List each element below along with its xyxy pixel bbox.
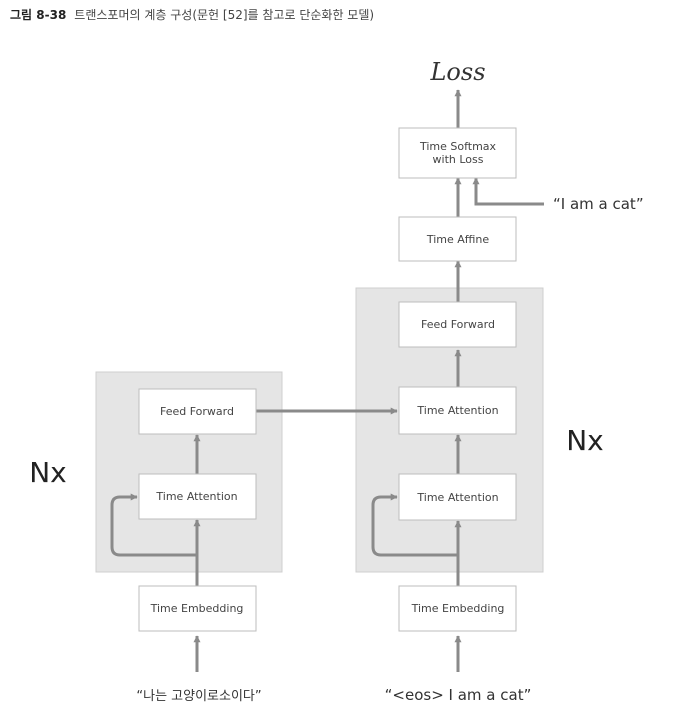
decoder-time-embedding-box: [398, 585, 517, 632]
decoder-input-text: “<eos> I am a cat”: [385, 686, 532, 704]
encoder-feed-forward-label: Feed Forward: [160, 405, 234, 418]
time-affine-box: [398, 216, 517, 262]
arrow-target-to-softmax: [472, 177, 544, 206]
loss-label: Loss: [429, 58, 485, 86]
decoder-feed-forward-label: Feed Forward: [421, 318, 495, 331]
figure-number: 그림 8-38: [10, 8, 67, 22]
decoder-feed-forward-box: [398, 301, 517, 348]
encoder-time-attention-label: Time Attention: [155, 490, 237, 503]
target-text: “I am a cat”: [553, 195, 644, 213]
figure-caption: 그림 8-38 트랜스포머의 계층 구성(문헌 [52]를 참고로 단순화한 모델…: [10, 6, 374, 23]
encoder-time-attention-box: [138, 473, 257, 520]
decoder-time-attention-bottom-label: Time Attention: [416, 491, 498, 504]
encoder-repeat-label: Nx: [29, 456, 67, 489]
arrows: [110, 89, 544, 672]
decoder-time-attention-bottom-box: [398, 473, 517, 521]
figure-caption-text: 트랜스포머의 계층 구성(문헌 [52]를 참고로 단순화한 모델): [74, 8, 375, 22]
decoder-time-attention-top-box: [398, 386, 517, 435]
arrow-encoder-residual: [110, 493, 197, 557]
decoder-time-embedding-label: Time Embedding: [411, 602, 505, 615]
encoder-input-text: “나는 고양이로소이다”: [136, 689, 261, 704]
time-softmax-label-line2: with Loss: [433, 153, 484, 166]
encoder-time-embedding-box: [138, 585, 257, 632]
encoder-feed-forward-box: [138, 388, 257, 435]
time-softmax-label-line1: Time Softmax: [419, 140, 497, 153]
time-softmax-box: [398, 127, 517, 179]
time-affine-label: Time Affine: [426, 233, 490, 246]
decoder-repeat-label: Nx: [566, 424, 604, 457]
arrow-decoder-residual: [371, 493, 458, 557]
decoder-time-attention-top-label: Time Attention: [416, 404, 498, 417]
encoder-time-embedding-label: Time Embedding: [150, 602, 244, 615]
